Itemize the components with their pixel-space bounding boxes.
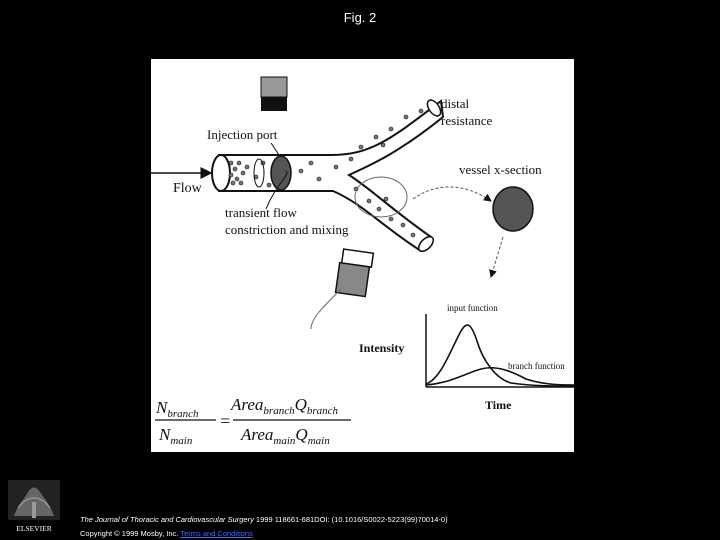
transient-label-2: constriction and mixing — [225, 222, 349, 237]
distal-label-1: distal — [441, 96, 470, 111]
intensity-plot: input function branch function Intensity… — [359, 303, 574, 412]
branch-function-label: branch function — [508, 361, 565, 371]
elsevier-logo: ELSEVIER — [8, 480, 60, 533]
eq-equals: = — [219, 411, 231, 431]
detector-bottom — [334, 248, 375, 298]
elsevier-wordmark: ELSEVIER — [16, 524, 51, 533]
distal-label-2: resistance — [441, 113, 492, 128]
vessel-outline — [211, 99, 445, 253]
contrast-particles — [228, 108, 424, 238]
flow-diagram: Injection port Flow distal resistance ve… — [151, 76, 574, 447]
flow-label: Flow — [173, 181, 203, 196]
xsection-arrow — [412, 186, 492, 202]
journal-name: The Journal of Thoracic and Cardiovascul… — [80, 515, 254, 524]
branch-function-curve — [425, 366, 574, 386]
vessel-xsection-label: vessel x-section — [459, 162, 542, 177]
time-label: Time — [485, 398, 512, 412]
transient-leader — [265, 170, 288, 210]
curve-arrow — [489, 236, 504, 278]
vessel-xsection-disc — [492, 186, 534, 232]
eq-rhs-numerator: AreabranchQbranch — [230, 395, 339, 417]
figure-panel: Injection port Flow distal resistance ve… — [151, 59, 574, 452]
transient-label-1: transient flow — [225, 205, 297, 220]
intensity-label: Intensity — [359, 341, 404, 355]
detector-top — [260, 76, 288, 111]
injection-bolus — [270, 155, 292, 191]
input-function-label: input function — [447, 303, 498, 313]
detector-lead — [310, 288, 342, 330]
injection-leader — [270, 142, 280, 156]
slide-title: Fig. 2 — [343, 10, 377, 25]
copyright-line: Copyright © 1999 Mosby, Inc. Terms and C… — [80, 529, 253, 538]
citation-details: 1999 118661-681DOI: (10.1016/S0022-5223(… — [253, 515, 448, 524]
terms-and-conditions-link[interactable]: Terms and Conditions — [180, 529, 253, 538]
copyright-text: Copyright © 1999 Mosby, Inc. — [80, 529, 179, 538]
injection-port-label: Injection port — [207, 127, 278, 142]
input-function-curve — [425, 324, 574, 387]
injection-ring — [253, 158, 265, 188]
eq-lhs-denominator: Nmain — [158, 425, 193, 447]
flow-equation: Nbranch Nmain = AreabranchQbranch Areama… — [155, 395, 351, 447]
eq-lhs-numerator: Nbranch — [155, 398, 199, 420]
mixing-swirl — [354, 176, 408, 218]
eq-rhs-denominator: AreamainQmain — [240, 425, 330, 447]
citation-line: The Journal of Thoracic and Cardiovascul… — [80, 515, 448, 524]
